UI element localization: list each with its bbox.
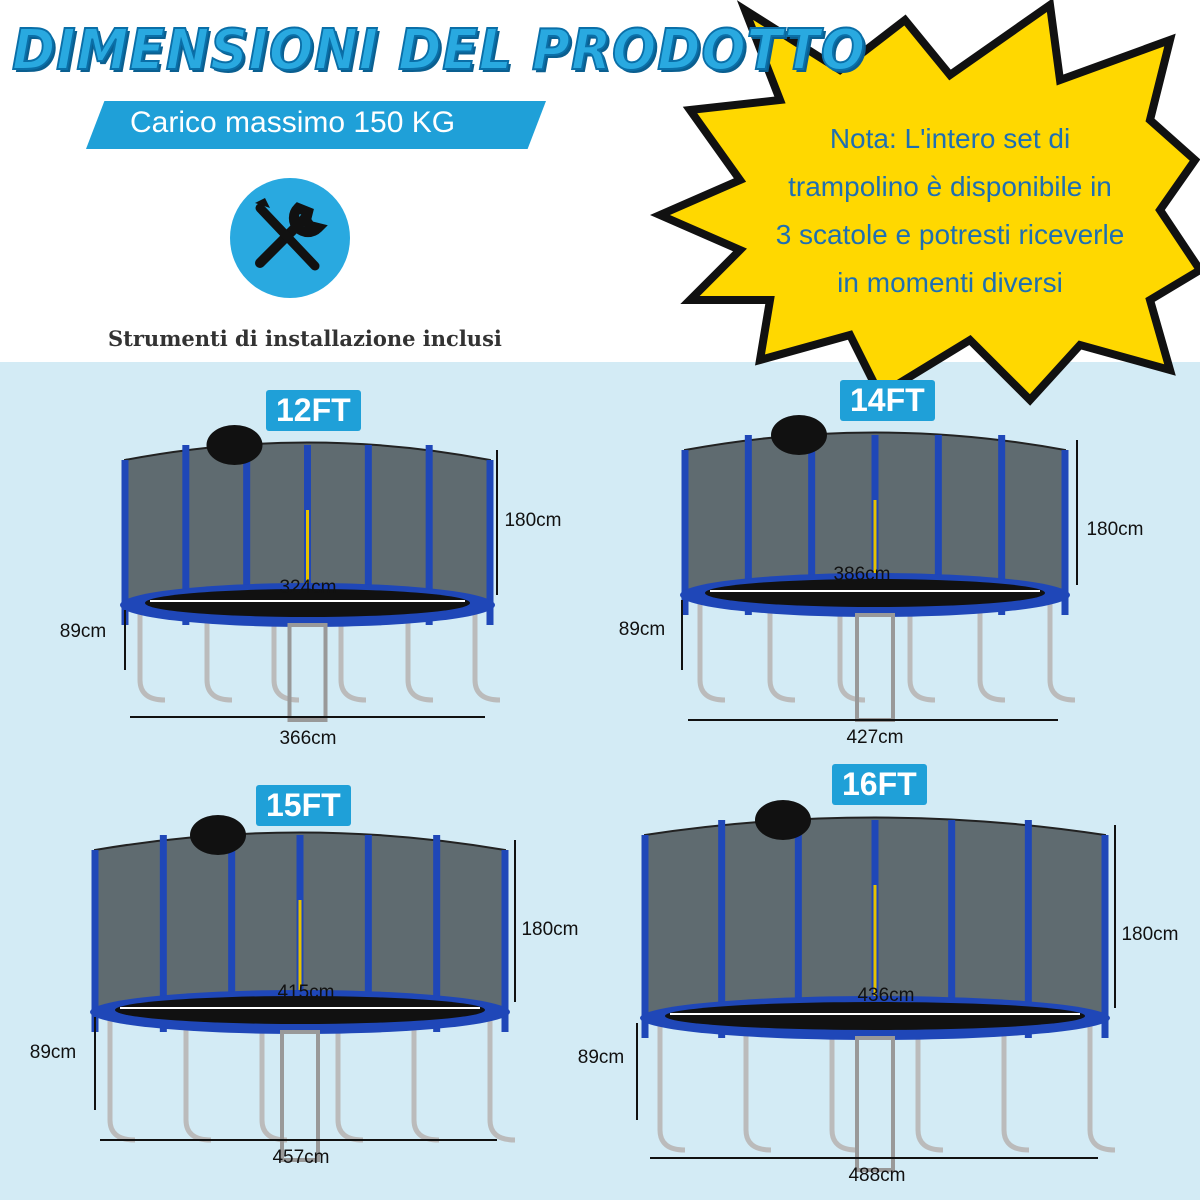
height-dim: 180cm [1121,924,1179,945]
basketball-hoop-icon [771,415,827,455]
ladder [855,1036,895,1172]
leg [1087,1018,1116,1153]
tools-caption: Strumenti di installazione inclusi [108,326,502,351]
leg [657,1018,686,1153]
total-width-dim: 488cm [848,1165,906,1186]
leg [837,595,866,703]
note-line: Nota: L'intero set di [829,123,1071,154]
trampoline-16ft [636,800,1116,1172]
size-label-15ft: 15FT [256,785,351,826]
height-dim: 180cm [1086,519,1144,540]
jumping-mat [145,589,470,617]
note-line: 3 scatole e potresti riceverle [775,219,1125,250]
mat-diameter-dim: 386cm [833,564,891,585]
basketball-hoop-icon [190,815,246,855]
leg [767,595,796,703]
leg [204,605,233,703]
height-dim: 180cm [504,510,562,531]
ladder [287,623,328,722]
leg-height-dim: 89cm [29,1042,77,1063]
leg [271,605,300,703]
jumping-mat [665,1002,1085,1030]
size-label-12ft: 12FT [266,390,361,431]
note-starburst [650,0,1200,406]
basketball-hoop-icon [755,800,811,840]
note-line: trampolino è disponibile in [788,171,1112,202]
leg [472,605,501,703]
max-load-text: Carico massimo 150 KG [130,106,456,139]
total-width-dim: 366cm [279,728,337,749]
leg [829,1018,858,1153]
leg-height-dim: 89cm [577,1047,625,1068]
leg [977,595,1006,703]
leg [697,595,726,703]
mat-diameter-dim: 436cm [857,985,915,1006]
trampoline-14ft [680,415,1078,722]
delivery-note: Nota: L'intero set di trampolino è dispo… [740,115,1160,307]
size-label-14ft: 14FT [840,380,935,421]
leg [743,1018,772,1153]
page-title: DIMENSIONI DEL PRODOTTO [11,17,866,84]
trampoline-15ft [90,815,516,1162]
basketball-hoop-icon [206,425,263,465]
ladder [280,1030,320,1162]
jumping-mat [705,579,1045,607]
leg [1001,1018,1030,1153]
leg [1047,595,1076,703]
jumping-mat [115,996,485,1024]
wrench-screwdriver-icon [230,178,350,298]
leg [915,1018,944,1153]
mat-diameter-dim: 324cm [279,577,337,598]
max-load-banner [86,101,546,149]
height-dim: 180cm [521,919,579,940]
total-width-dim: 427cm [846,727,904,748]
leg-height-dim: 89cm [618,619,666,640]
leg [338,605,367,703]
leg [487,1012,516,1143]
leg [405,605,434,703]
total-width-dim: 457cm [272,1147,330,1168]
trampoline-12ft [120,425,501,722]
leg-height-dim: 89cm [59,621,107,642]
leg [137,605,166,703]
note-line: in momenti diversi [837,267,1063,298]
size-label-16ft: 16FT [832,764,927,805]
mat-diameter-dim: 415cm [277,982,335,1003]
leg [907,595,936,703]
